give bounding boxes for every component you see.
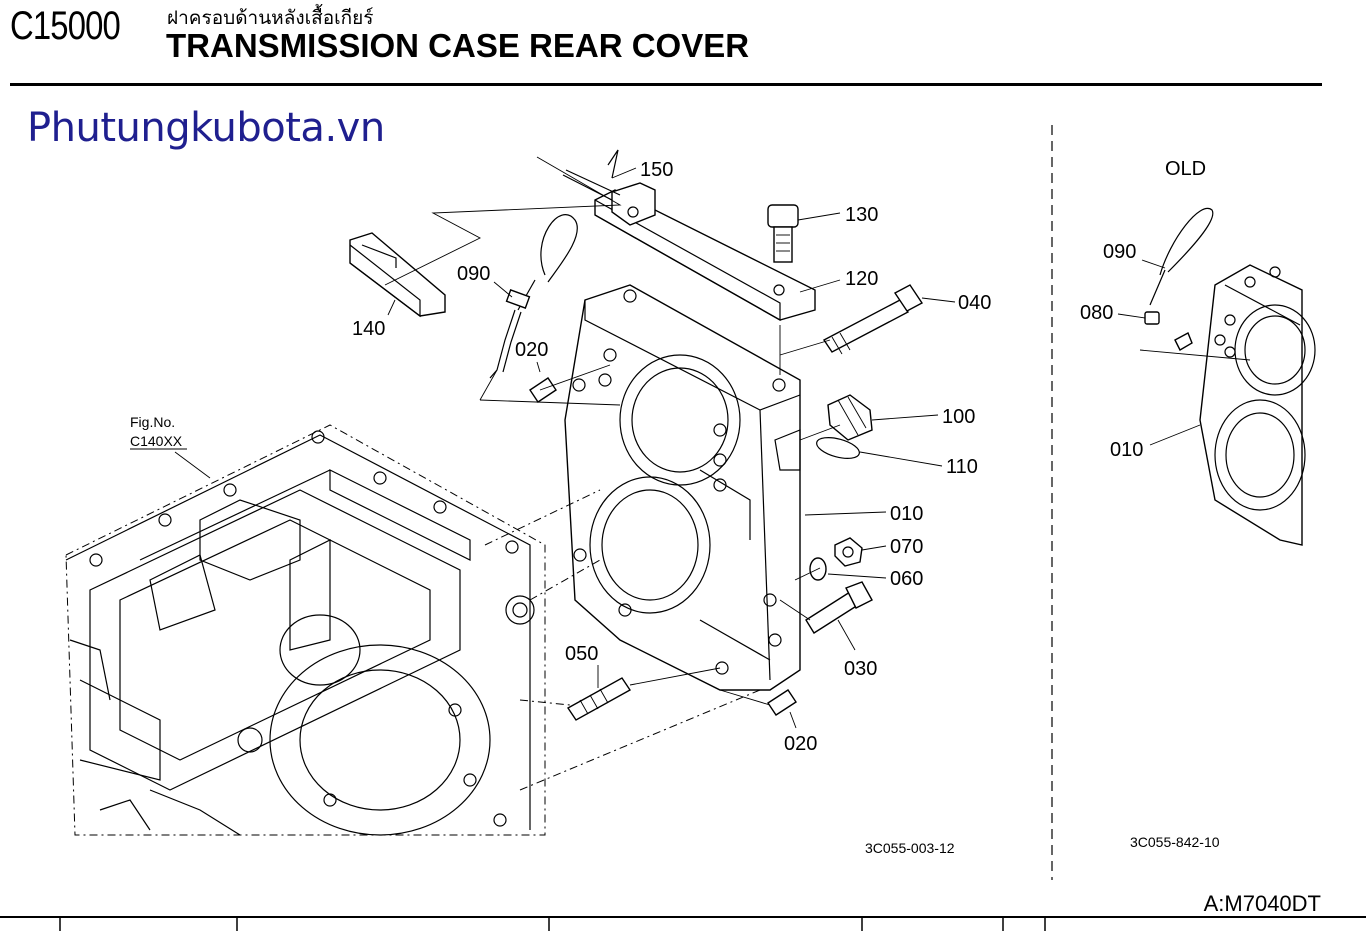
bottom-table-border [0, 916, 1366, 931]
bolt-040 [822, 284, 924, 355]
model-code: A:M7040DT [1203, 891, 1321, 916]
old-callout-010: 010 [1110, 439, 1143, 461]
plate-120-and-pin-150 [562, 149, 816, 322]
old-cover-drawing [1117, 207, 1316, 546]
transmission-case-drawing [65, 424, 546, 836]
watermark-brand: Phutungkubota.vn [27, 105, 385, 151]
callout-060: 060 [890, 568, 923, 590]
callout-020-lower: 020 [784, 733, 817, 755]
dowel-020-lower [767, 689, 797, 716]
bolt-130 [767, 204, 799, 263]
callout-110: 110 [946, 456, 978, 478]
dowel-020-upper [529, 377, 557, 403]
callout-140: 140 [352, 318, 385, 340]
callout-050: 050 [565, 643, 598, 665]
callout-090: 090 [457, 263, 490, 285]
o-ring-110 [816, 437, 860, 459]
callout-070: 070 [890, 536, 923, 558]
callout-100: 100 [942, 406, 975, 428]
callout-040: 040 [958, 292, 991, 314]
bolt-030 [805, 581, 873, 634]
fig-ref-label: Fig.No. [130, 414, 175, 430]
thai-title: ฝาครอบด้านหลังเสื้อเกียร์ [167, 7, 374, 29]
rear-cover-010 [564, 284, 801, 691]
callout-150: 150 [640, 159, 673, 181]
page-title: TRANSMISSION CASE REAR COVER [166, 27, 750, 64]
callout-130: 130 [845, 204, 878, 226]
block-140 [349, 232, 446, 318]
fig-ref-number: C140XX [130, 433, 183, 449]
old-callout-090: 090 [1103, 241, 1136, 263]
old-callout-080: 080 [1080, 302, 1113, 324]
old-drawing-number: 3C055-842-10 [1130, 834, 1220, 850]
dipstick-090 [489, 214, 578, 379]
callout-020-upper: 020 [515, 339, 548, 361]
nut-070 [834, 537, 863, 567]
drawing-number: 3C055-003-12 [865, 840, 955, 856]
header-rule [10, 83, 1322, 86]
stud-050 [566, 677, 632, 721]
leader-lines [174, 156, 956, 791]
callout-030: 030 [844, 658, 877, 680]
callout-010: 010 [890, 503, 923, 525]
callout-120: 120 [845, 268, 878, 290]
old-heading: OLD [1165, 158, 1206, 180]
section-code: C15000 [10, 4, 121, 48]
breather-100 [827, 394, 873, 441]
